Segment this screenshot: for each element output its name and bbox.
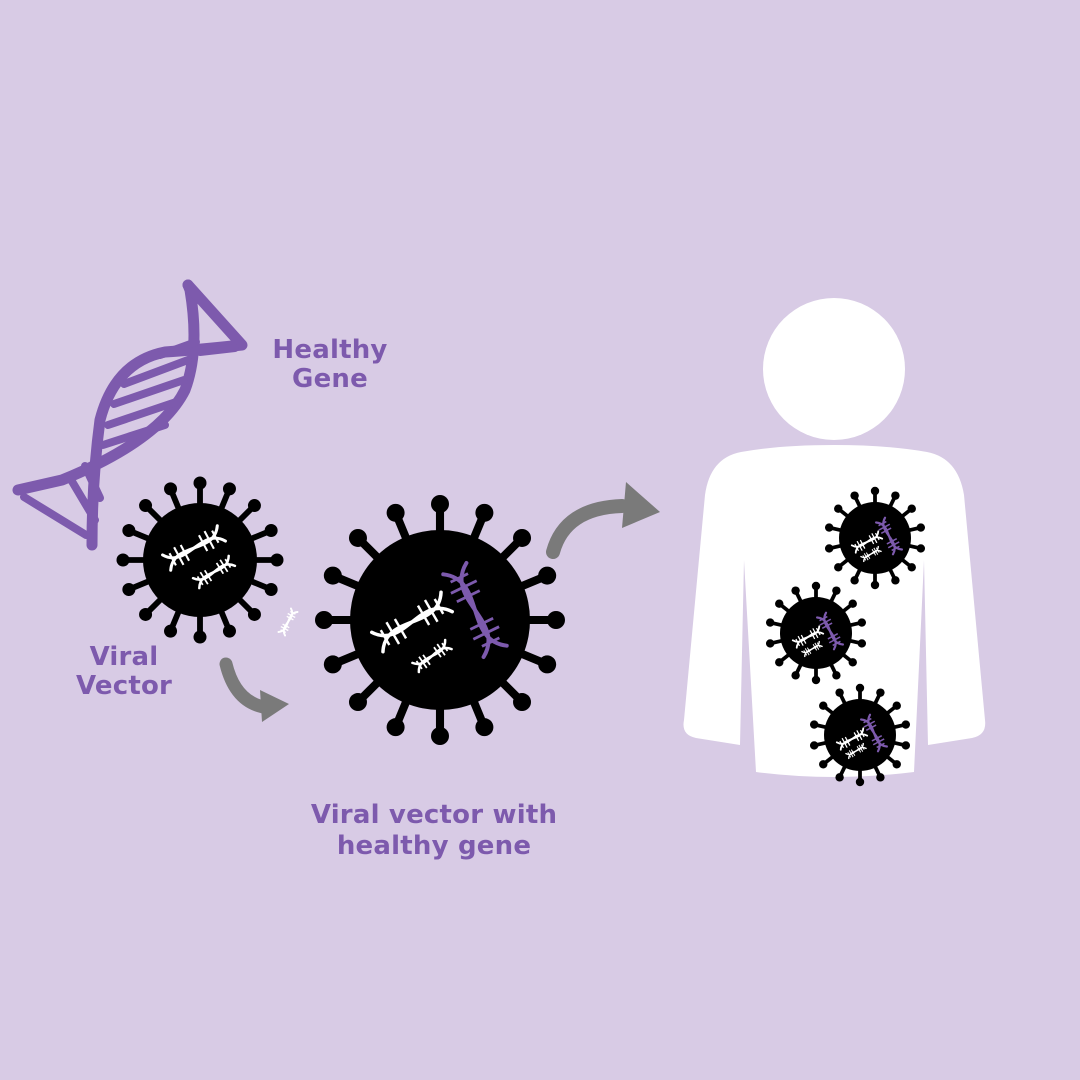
dna-helix-icon	[845, 742, 867, 760]
dna-helix-icon	[874, 516, 904, 556]
dna-helix-icon	[370, 590, 454, 654]
dna-helix-icon	[441, 561, 509, 659]
person-silhouette-icon	[683, 298, 986, 777]
dna-helix-icon	[411, 638, 453, 674]
dna-helix-icon	[191, 554, 237, 590]
curved-arrow-icon	[546, 482, 660, 559]
dna-helix-icon	[791, 625, 825, 649]
dna-helix-icon	[859, 713, 889, 753]
dna-helix-icon	[801, 640, 823, 658]
body-virus-icon	[809, 683, 911, 787]
healthy-gene-label: Healthy Gene	[272, 335, 388, 394]
viral-vector-label: Viral Vector	[75, 642, 173, 701]
combined-virus-icon	[315, 495, 565, 745]
dna-helix-icon	[815, 611, 845, 651]
viral-vector-with-healthy-gene-label: Viral vector with healthy gene	[310, 800, 558, 861]
dna-helix-icon	[860, 545, 882, 563]
healthy-gene-dna-icon	[12, 279, 248, 551]
body-virus-icon	[765, 581, 867, 685]
body-virus-icon	[824, 486, 926, 590]
curved-arrow-icon	[219, 657, 289, 722]
small-dna-fragment-icon	[277, 607, 299, 637]
dna-helix-icon	[835, 727, 869, 751]
dna-helix-icon	[850, 530, 884, 554]
viral-vector-virus-icon	[116, 476, 284, 644]
dna-helix-icon	[161, 524, 227, 572]
dna-helix-icon	[277, 607, 299, 637]
